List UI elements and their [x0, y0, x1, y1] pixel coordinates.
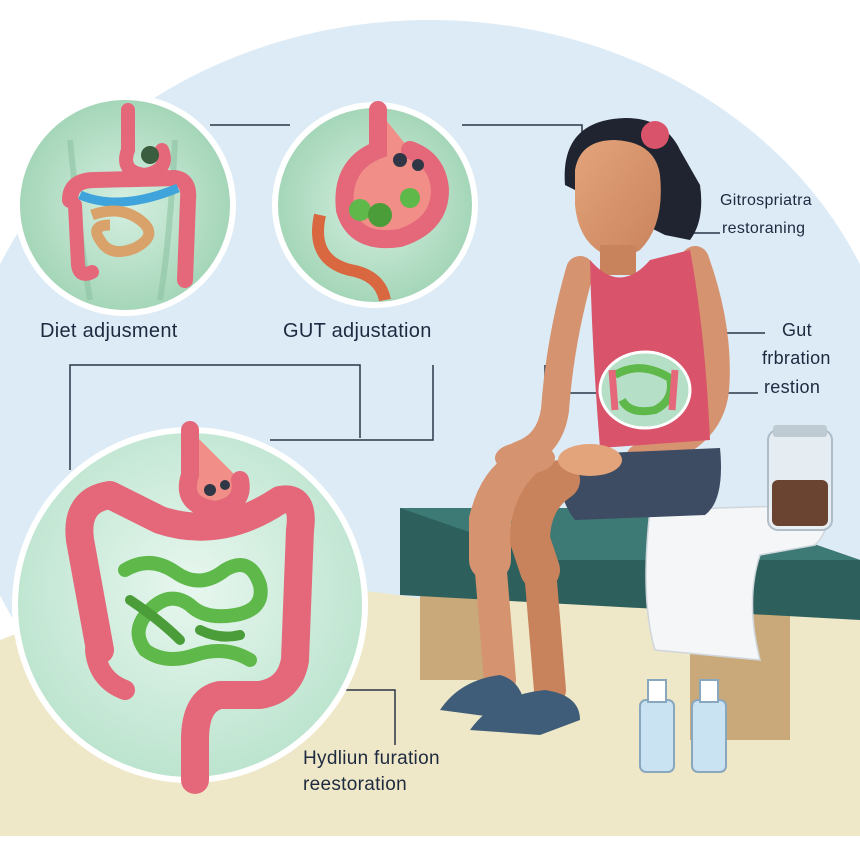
label-restion: restion	[764, 377, 821, 397]
label-reestoration: reestoration	[303, 774, 407, 795]
label-frbration: frbration	[762, 348, 831, 368]
stomach-intestine-icon	[62, 103, 197, 288]
jar-icon	[767, 425, 833, 531]
diet-circle	[14, 94, 236, 316]
label-diet-adjustment: Diet adjusment	[40, 320, 178, 342]
label-restoraning: restoraning	[722, 220, 806, 237]
stomach-bacteria-icon	[312, 101, 450, 302]
colon-large-icon	[65, 421, 315, 794]
gut-circle	[272, 101, 478, 308]
water-bottle-icon	[639, 679, 727, 773]
woman-figure	[440, 118, 730, 735]
colon-circle	[12, 421, 368, 794]
label-gut: Gut	[782, 320, 812, 340]
label-gut-adjustation: GUT adjustation	[283, 320, 432, 342]
label-hydliun-furation: Hydliun furation	[303, 748, 440, 769]
label-gitrospriatra: Gitrospriatra	[720, 192, 812, 209]
